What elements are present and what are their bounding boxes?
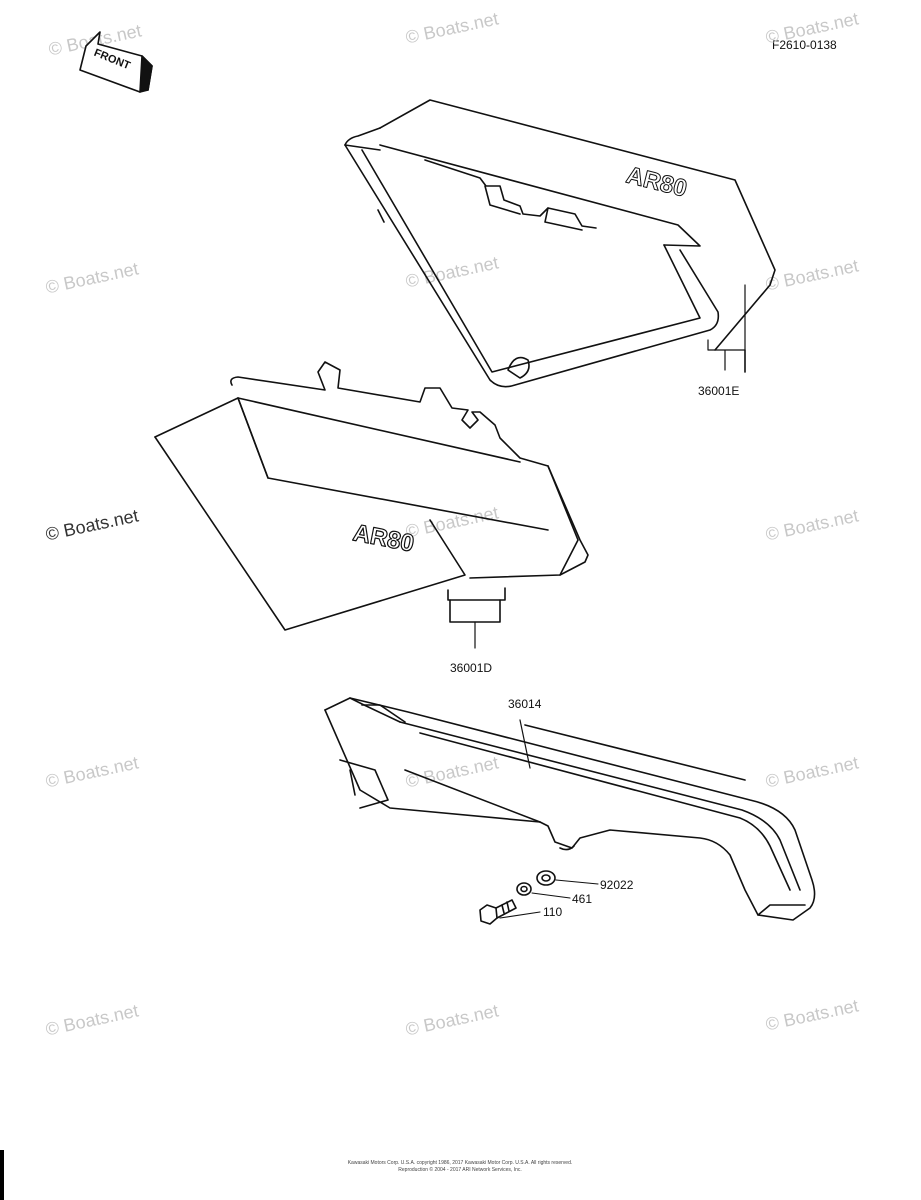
front-arrow-icon: FRONT — [79, 31, 153, 93]
copyright-line-2: Reproduction © 2004 - 2017 ARI Network S… — [398, 1167, 522, 1173]
callout-36001D: 36001D — [450, 661, 492, 675]
callout-92022: 92022 — [600, 878, 634, 892]
nut-461 — [516, 882, 571, 899]
side-cover-right: AR80 — [344, 99, 776, 388]
cover-left-emblem: AR80 — [351, 519, 416, 557]
diagram-code: F2610-0138 — [772, 38, 837, 52]
callout-110: 110 — [543, 905, 562, 919]
callout-36014: 36014 — [508, 697, 542, 711]
copyright-line-1: Kawasaki Motors Corp. U.S.A. copyright 1… — [347, 1160, 573, 1166]
side-cover-left: AR80 — [154, 361, 589, 649]
bolt-110 — [479, 899, 541, 925]
cover-right-emblem: AR80 — [624, 162, 690, 203]
callout-461: 461 — [572, 892, 592, 906]
scan-edge-bar — [0, 1150, 4, 1200]
callout-36001E: 36001E — [698, 384, 739, 398]
chain-case — [324, 697, 816, 921]
washer-92022 — [536, 870, 599, 886]
